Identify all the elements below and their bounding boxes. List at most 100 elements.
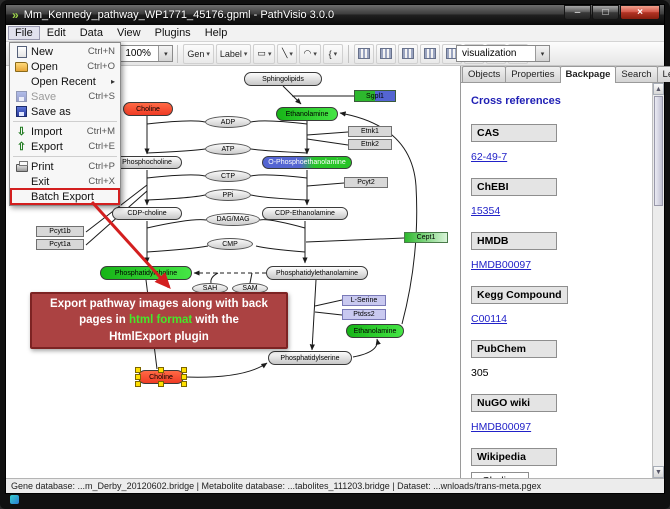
- tab-objects[interactable]: Objects: [462, 66, 507, 82]
- menu-separator: [13, 121, 117, 122]
- node-ptdss2[interactable]: Ptdss2: [342, 309, 386, 320]
- node-adp[interactable]: ADP: [205, 116, 251, 128]
- menu-help[interactable]: Help: [204, 27, 228, 39]
- file-menu-item-save-as[interactable]: Save as: [11, 104, 119, 119]
- node-ethanolamine[interactable]: Ethanolamine: [276, 107, 338, 121]
- xref-value[interactable]: HMDB00097: [471, 421, 532, 433]
- node-cdp-ethanolamine[interactable]: CDP-Ethanolamine: [262, 207, 348, 220]
- node-ppi[interactable]: PPi: [205, 189, 251, 201]
- title-bar[interactable]: » Mm_Kennedy_pathway_WP1771_45176.gpml -…: [6, 5, 664, 25]
- node-pcyt2[interactable]: Pcyt2: [344, 177, 388, 188]
- menu-data[interactable]: Data: [79, 27, 103, 39]
- xref-header: NuGO wiki: [471, 394, 557, 412]
- selection-handle[interactable]: [181, 367, 187, 373]
- node-sgpl1[interactable]: Sgpl1: [354, 90, 396, 102]
- node-etnk1[interactable]: Etnk1: [348, 126, 392, 137]
- node-dag-mag[interactable]: DAG/MAG: [206, 213, 260, 226]
- node-cdp-choline[interactable]: CDP-choline: [112, 207, 182, 220]
- sidebar-tabs: ObjectsPropertiesBackpageSearchLegend: [461, 66, 670, 83]
- node-o-phosphoethanolamine[interactable]: O-Phosphoethanolamine: [262, 156, 352, 169]
- xref-value-row: 62-49-7: [471, 147, 642, 165]
- tab-search[interactable]: Search: [615, 66, 658, 82]
- node-phosphatidylethanolamine[interactable]: Phosphatidylethanolamine: [266, 266, 368, 280]
- file-menu-item-batch-export[interactable]: Batch Export: [10, 188, 120, 205]
- chevron-down-icon: ▾: [333, 50, 338, 58]
- selection-handle[interactable]: [158, 367, 164, 373]
- visualization-combobox[interactable]: visualization ▾: [456, 45, 550, 62]
- arc-tool-button[interactable]: ◠▾: [299, 43, 321, 64]
- line-tool-button[interactable]: ╲▾: [277, 43, 298, 64]
- selection-handle[interactable]: [181, 381, 187, 387]
- node-ctp[interactable]: CTP: [205, 170, 251, 182]
- brace-tool-button[interactable]: {▾: [322, 43, 343, 64]
- node-phosphatidylcholine[interactable]: Phosphatidylcholine: [100, 266, 192, 280]
- label-tool-button[interactable]: Label▾: [215, 43, 252, 64]
- chevron-down-icon[interactable]: ▾: [535, 46, 549, 61]
- selection-handle[interactable]: [181, 374, 187, 380]
- menu-item-label: Print: [31, 160, 54, 173]
- selection-handle[interactable]: [135, 381, 141, 387]
- file-menu-item-open-recent[interactable]: Open Recent▸: [11, 74, 119, 89]
- xref-value[interactable]: 62-49-7: [471, 151, 508, 163]
- node-phosphocholine[interactable]: Phosphocholine: [112, 156, 182, 169]
- tab-properties[interactable]: Properties: [505, 66, 561, 82]
- xref-header: HMDB: [471, 232, 557, 250]
- menu-item-shortcut: Ctrl+E: [88, 141, 115, 152]
- sidebar-scrollbar[interactable]: ▲ ▼: [652, 83, 664, 478]
- xref-value[interactable]: HMDB00097: [471, 259, 532, 271]
- align-center-y-button[interactable]: [375, 43, 396, 64]
- menu-file[interactable]: File: [8, 26, 40, 40]
- align-left-button[interactable]: [397, 43, 418, 64]
- tab-legend[interactable]: Legend: [656, 66, 670, 82]
- selection-handle[interactable]: [158, 381, 164, 387]
- node-atp[interactable]: ATP: [205, 143, 251, 155]
- annotation-line: pages in html format with the: [79, 314, 239, 327]
- scroll-up-icon[interactable]: ▲: [653, 83, 664, 95]
- scroll-down-icon[interactable]: ▼: [653, 466, 664, 478]
- node-pcyt1a[interactable]: Pcyt1a: [36, 239, 84, 250]
- xref-value[interactable]: C00114: [471, 313, 508, 325]
- close-button[interactable]: ×: [620, 5, 660, 20]
- selection-handle[interactable]: [135, 374, 141, 380]
- node-cmp[interactable]: CMP: [207, 238, 253, 250]
- menu-plugins[interactable]: Plugins: [154, 27, 191, 39]
- menu-item-shortcut: Ctrl+S: [88, 91, 115, 102]
- node-l-serine[interactable]: L-Serine: [342, 295, 386, 306]
- datanode-tool-button[interactable]: Gen▾: [183, 43, 214, 64]
- status-bar: Gene database: ...m_Derby_20120602.bridg…: [6, 478, 664, 493]
- selection-handle[interactable]: [135, 367, 141, 373]
- align-right-button[interactable]: [419, 43, 440, 64]
- node-ethanolamine[interactable]: Ethanolamine: [346, 324, 404, 338]
- menu-item-shortcut: Ctrl+N: [87, 46, 115, 57]
- chevron-down-icon: ▾: [243, 50, 248, 58]
- align-center-x-button[interactable]: [353, 43, 374, 64]
- maximize-button[interactable]: □: [592, 5, 619, 20]
- scroll-thumb[interactable]: [654, 96, 663, 206]
- minimize-button[interactable]: –: [564, 5, 591, 20]
- node-choline[interactable]: Choline: [123, 102, 173, 116]
- node-cept1[interactable]: Cept1: [404, 232, 448, 243]
- menu-view[interactable]: View: [116, 27, 141, 39]
- node-etnk2[interactable]: Etnk2: [348, 139, 392, 150]
- chevron-down-icon[interactable]: ▾: [158, 46, 173, 61]
- tab-backpage[interactable]: Backpage: [559, 66, 617, 83]
- node-phosphatidylserine[interactable]: Phosphatidylserine: [268, 351, 352, 365]
- xref-value[interactable]: 15354: [471, 205, 501, 217]
- node-sphingolipids[interactable]: Sphingolipids: [244, 72, 322, 86]
- import-icon: [17, 125, 26, 138]
- zoom-combobox[interactable]: 100% ▾: [119, 45, 174, 62]
- save-icon: [16, 91, 27, 102]
- menu-edit[interactable]: Edit: [46, 27, 66, 39]
- node-pcyt1b[interactable]: Pcyt1b: [36, 226, 84, 237]
- shape-tool-button[interactable]: ▭▾: [253, 43, 276, 64]
- new-icon: [16, 45, 27, 58]
